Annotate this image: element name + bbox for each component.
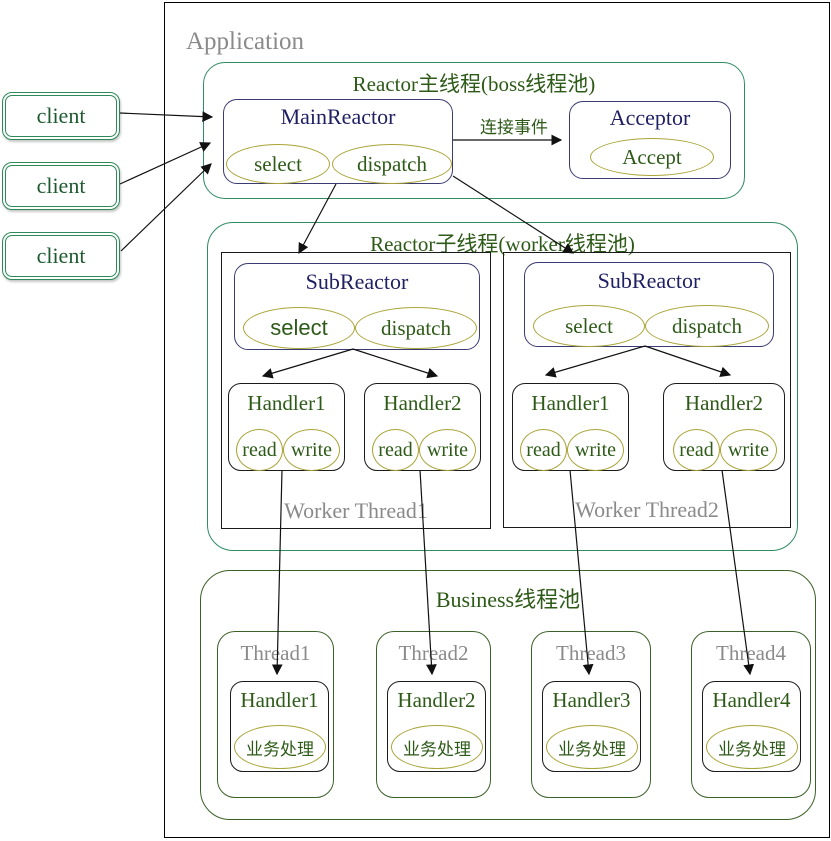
worker2-handler2-write-ellipse: write (720, 429, 777, 471)
business-handler3-task-ellipse: 业务处理 (546, 725, 638, 769)
client-box-2: client (2, 162, 120, 210)
worker1-handler1-read-ellipse: read (236, 429, 283, 471)
worker1-handler2-write-ellipse: write (419, 429, 476, 471)
connect-event-label: 连接事件 (480, 118, 548, 137)
worker1-handler1-title: Handler1 (247, 391, 326, 415)
worker-thread2-box: SubReactor select dispatch Handler1 read… (503, 252, 791, 528)
sub-reactor2-box: SubReactor select dispatch (524, 262, 774, 347)
sub-reactor1-select-ellipse: select (243, 307, 355, 349)
business-handler1-task-ellipse: 业务处理 (234, 725, 326, 769)
main-reactor-box: MainReactor select dispatch (223, 99, 453, 184)
business-thread3-label: Thread3 (556, 641, 626, 665)
sub-reactor2-select-ellipse: select (533, 305, 645, 347)
worker2-handler1-write-ellipse: write (567, 429, 624, 471)
worker-thread-pool-box: Reactor子线程(worker线程池) SubReactor select … (207, 222, 798, 551)
acceptor-title: Acceptor (609, 105, 691, 130)
sub-reactor2-title: SubReactor (597, 268, 701, 293)
sub-reactor1-box: SubReactor select dispatch (234, 263, 480, 350)
acceptor-box: Acceptor Accept (569, 101, 731, 179)
worker2-handler2-read-ellipse: read (673, 429, 720, 471)
business-thread1-box: Thread1 Handler1 业务处理 (217, 631, 334, 798)
application-label: Application (186, 28, 305, 55)
boss-thread-pool-title: Reactor主线程(boss线程池) (352, 72, 596, 96)
application-box (164, 2, 830, 838)
client-label: client (5, 235, 117, 277)
main-reactor-dispatch-ellipse: dispatch (332, 144, 452, 184)
business-handler1-title: Handler1 (240, 688, 319, 712)
worker1-handler1-box: Handler1 read write (228, 383, 345, 471)
business-handler3-title: Handler3 (552, 688, 631, 712)
sub-reactor1-dispatch-ellipse: dispatch (355, 307, 477, 349)
worker2-handler1-box: Handler1 read write (512, 383, 629, 471)
boss-thread-pool-box: Reactor主线程(boss线程池) MainReactor select d… (203, 62, 745, 199)
business-handler3-box: Handler3 业务处理 (542, 681, 641, 772)
worker-thread1-box: SubReactor select dispatch Handler1 read… (221, 252, 491, 529)
business-thread4-label: Thread4 (716, 641, 786, 665)
business-thread4-box: Thread4 Handler4 业务处理 (691, 631, 811, 798)
sub-reactor1-title: SubReactor (305, 269, 409, 294)
worker2-handler1-title: Handler1 (531, 391, 610, 415)
sub-reactor2-dispatch-ellipse: dispatch (645, 305, 769, 347)
business-thread1-label: Thread1 (240, 641, 311, 665)
worker1-handler2-read-ellipse: read (372, 429, 419, 471)
business-handler4-task-ellipse: 业务处理 (706, 725, 798, 769)
business-handler1-box: Handler1 业务处理 (230, 681, 329, 772)
worker1-handler2-box: Handler2 read write (364, 383, 481, 471)
worker1-handler2-title: Handler2 (383, 391, 462, 415)
worker-thread2-label: Worker Thread2 (575, 497, 719, 522)
worker-thread1-label: Worker Thread1 (284, 498, 428, 523)
main-reactor-title: MainReactor (280, 104, 396, 129)
acceptor-accept-ellipse: Accept (590, 138, 714, 176)
client-label: client (5, 95, 117, 137)
business-handler2-box: Handler2 业务处理 (387, 681, 486, 772)
business-thread2-box: Thread2 Handler2 业务处理 (376, 631, 491, 798)
worker2-handler2-box: Handler2 read write (663, 383, 785, 471)
business-handler2-title: Handler2 (397, 688, 476, 712)
business-thread-pool-box: Business线程池 Thread1 Handler1 业务处理 Thread… (200, 570, 816, 820)
worker2-handler2-title: Handler2 (684, 391, 764, 415)
client-box-1: client (2, 92, 120, 140)
business-handler4-box: Handler4 业务处理 (702, 681, 801, 772)
main-reactor-select-ellipse: select (226, 144, 330, 184)
worker2-handler1-read-ellipse: read (520, 429, 567, 471)
business-thread-pool-title: Business线程池 (435, 587, 581, 612)
worker1-handler1-write-ellipse: write (283, 429, 340, 471)
client-label: client (5, 165, 117, 207)
business-handler4-title: Handler4 (712, 688, 791, 712)
business-thread3-box: Thread3 Handler3 业务处理 (531, 631, 651, 798)
client-box-3: client (2, 232, 120, 280)
business-handler2-task-ellipse: 业务处理 (391, 725, 483, 769)
business-thread2-label: Thread2 (398, 641, 469, 665)
